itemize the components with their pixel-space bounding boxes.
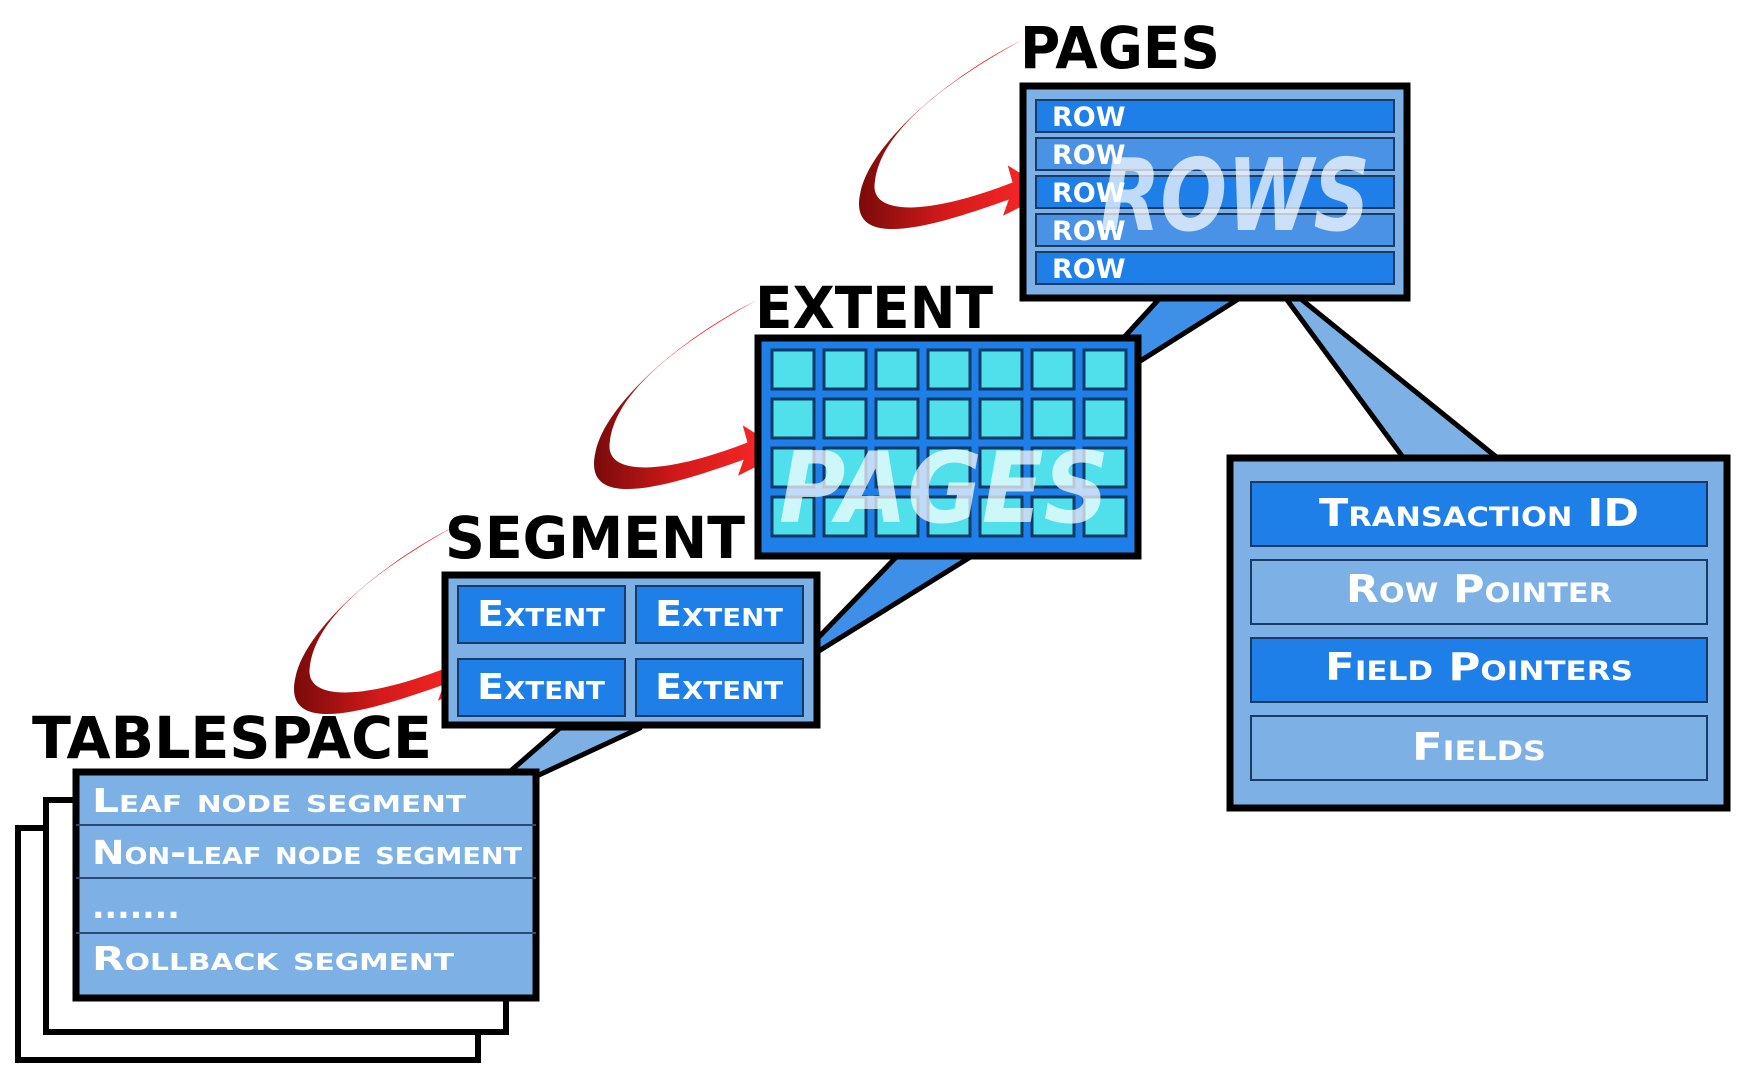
page-cell (770, 446, 816, 489)
level-title-tablespace: TABLESPACE (32, 704, 432, 772)
page-cell (770, 397, 816, 440)
page-cell (978, 446, 1024, 489)
level-title-pages: PAGES (1020, 14, 1220, 82)
page-cell (1030, 348, 1076, 391)
tablespace-item: ....... (92, 887, 180, 926)
page-row-label: ROW (1052, 102, 1126, 133)
pages-box: ROW ROW ROW ROW ROW ROWS (1019, 82, 1411, 302)
page-cell (926, 446, 972, 489)
page-cell (978, 397, 1024, 440)
page-cell (1030, 397, 1076, 440)
segment-extent-label: Extent (477, 594, 605, 635)
tablespace-sheet-front (72, 768, 540, 1002)
page-cell (770, 495, 816, 538)
segment-extent-cell (635, 658, 804, 717)
page-cell (1030, 446, 1076, 489)
page-cell (1082, 495, 1128, 538)
page-cell (1030, 495, 1076, 538)
tablespace-item: Leaf node segment (92, 781, 466, 820)
page-row-label: ROW (1052, 140, 1126, 171)
page-cell (1082, 446, 1128, 489)
page-cell (1082, 348, 1128, 391)
extent-box: PAGES (754, 334, 1142, 560)
page-row (1035, 251, 1395, 285)
segment-extent-cell (635, 585, 804, 644)
segment-extent-label: Extent (655, 667, 783, 708)
row-field (1250, 481, 1708, 547)
page-cell (978, 495, 1024, 538)
row-field-label: Fields (1412, 725, 1546, 769)
row-structure-box: Transaction ID Row Pointer Field Pointer… (1226, 454, 1731, 812)
row-field (1250, 637, 1708, 703)
red-arrow-icon-pages (859, 40, 1051, 230)
page-cell (926, 397, 972, 440)
page-row (1035, 99, 1395, 133)
page-row (1035, 213, 1395, 247)
segment-box: Extent Extent Extent Extent (441, 571, 821, 729)
page-cell (822, 348, 868, 391)
page-grid (770, 348, 1128, 538)
segment-extent-cell (457, 658, 626, 717)
page-row (1035, 175, 1395, 209)
pages-watermark: ROWS (1100, 137, 1370, 254)
page-cell (874, 446, 920, 489)
page-row-label: ROW (1052, 178, 1126, 209)
row-field-label: Transaction ID (1319, 491, 1639, 535)
tablespace-item: Rollback segment (92, 939, 454, 978)
page-cell (1082, 397, 1128, 440)
segment-extent-label: Extent (655, 594, 783, 635)
page-row-label: ROW (1052, 216, 1126, 247)
page-cell (978, 348, 1024, 391)
segment-extent-label: Extent (477, 667, 605, 708)
red-arrow-icon-extent (594, 300, 786, 490)
row-field-label: Row Pointer (1346, 567, 1612, 611)
page-row-label: ROW (1052, 254, 1126, 285)
red-arrow-icon-segment (294, 525, 486, 715)
page-cell (874, 348, 920, 391)
page-cell (926, 348, 972, 391)
page-cell (770, 348, 816, 391)
tablespace-item: Non-leaf node segment (92, 833, 522, 872)
tablespace-box: Leaf node segment Non-leaf node segment … (15, 768, 540, 1063)
page-cell (874, 397, 920, 440)
row-field-label: Field Pointers (1325, 645, 1633, 689)
page-cell (822, 397, 868, 440)
page-row (1035, 137, 1395, 171)
segment-extent-cell (457, 585, 626, 644)
level-title-extent: EXTENT (755, 274, 993, 342)
row-field (1250, 559, 1708, 625)
page-cell (822, 446, 868, 489)
page-cell (926, 495, 972, 538)
row-field (1250, 715, 1708, 781)
page-cell (822, 495, 868, 538)
page-cell (874, 495, 920, 538)
extent-watermark: PAGES (779, 432, 1109, 546)
level-title-segment: SEGMENT (445, 504, 745, 572)
